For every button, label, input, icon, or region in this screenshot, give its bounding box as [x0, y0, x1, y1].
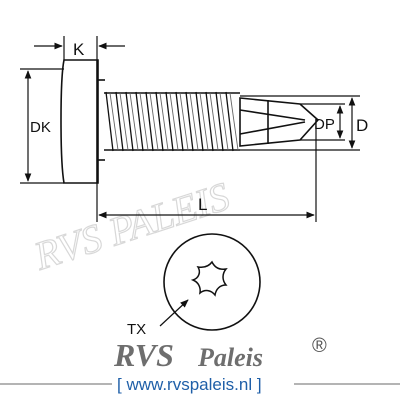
label-l: L — [198, 195, 207, 214]
brand-name: RVS — [113, 337, 174, 373]
screw-head — [60, 59, 99, 184]
label-dp: DP — [314, 116, 335, 133]
head-outline — [163, 233, 261, 331]
drill-point — [239, 97, 320, 147]
screw-side-view — [60, 59, 320, 184]
torx-drive-icon — [190, 260, 228, 297]
thread-lines — [105, 91, 239, 152]
label-tx: TX — [127, 321, 146, 338]
head-top-view — [163, 233, 261, 331]
label-k: K — [73, 40, 85, 59]
dimension-lines — [20, 36, 360, 222]
label-dk: DK — [30, 119, 51, 136]
registered-mark: ® — [312, 335, 327, 357]
brand-name-suffix: Paleis — [197, 343, 263, 372]
website-link[interactable]: [ www.rvspaleis.nl ] — [117, 375, 262, 394]
brand-logo: RVS Paleis ® — [113, 335, 327, 373]
label-d: D — [356, 116, 368, 135]
watermark: RVS PALEIS — [28, 173, 235, 278]
